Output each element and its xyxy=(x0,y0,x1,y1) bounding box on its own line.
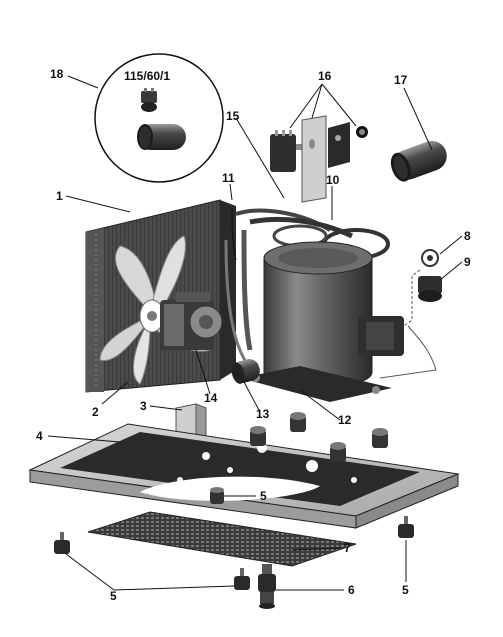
base-pan xyxy=(28,423,460,529)
rubber-grommets xyxy=(210,412,388,504)
callout-8: 8 xyxy=(464,229,471,243)
foot-center xyxy=(234,568,250,590)
callout-9: 9 xyxy=(464,255,471,269)
foot-left xyxy=(54,532,70,554)
leveling-feet xyxy=(54,516,414,590)
capacitor-17 xyxy=(390,140,447,182)
callout-13: 13 xyxy=(256,407,270,421)
inset-relay xyxy=(141,88,157,112)
callout-5-left: 5 xyxy=(110,589,117,603)
start-relay xyxy=(379,269,442,379)
callout-16: 16 xyxy=(318,69,332,83)
grommet xyxy=(250,426,266,446)
callout-5-right: 5 xyxy=(402,583,409,597)
inset-capacitor xyxy=(137,124,186,150)
callout-3: 3 xyxy=(140,399,147,413)
callout-10: 10 xyxy=(326,173,340,187)
callout-18: 18 xyxy=(50,67,64,81)
voltage-label: 115/60/1 xyxy=(124,69,170,83)
callout-14: 14 xyxy=(204,391,218,405)
callout-labels: 18 16 17 15 1 11 10 8 9 2 3 14 13 12 4 5… xyxy=(36,67,471,603)
callout-17: 17 xyxy=(394,73,408,87)
drain-valve xyxy=(258,564,276,609)
callout-5-center: 5 xyxy=(260,489,267,503)
leader-lines xyxy=(47,75,463,591)
grommet xyxy=(372,428,388,448)
relay-assembly-16 xyxy=(270,115,368,203)
callout-15: 15 xyxy=(226,109,240,123)
callout-2: 2 xyxy=(92,405,99,419)
fan-motor xyxy=(160,292,223,350)
foot-right xyxy=(398,516,414,538)
callout-4: 4 xyxy=(36,429,43,443)
grommet xyxy=(290,412,306,432)
filter-drier xyxy=(231,359,260,384)
callout-1: 1 xyxy=(56,189,63,203)
overload-protector xyxy=(421,249,439,267)
callout-11: 11 xyxy=(222,171,235,185)
bottom-grille xyxy=(87,511,357,567)
grommet xyxy=(330,442,346,462)
compressor xyxy=(240,241,404,402)
inset-circle-115v: 115/60/1 xyxy=(94,53,224,183)
callout-7: 7 xyxy=(344,541,351,555)
callout-12: 12 xyxy=(338,413,352,427)
grommet xyxy=(210,487,224,504)
callout-6: 6 xyxy=(348,583,355,597)
